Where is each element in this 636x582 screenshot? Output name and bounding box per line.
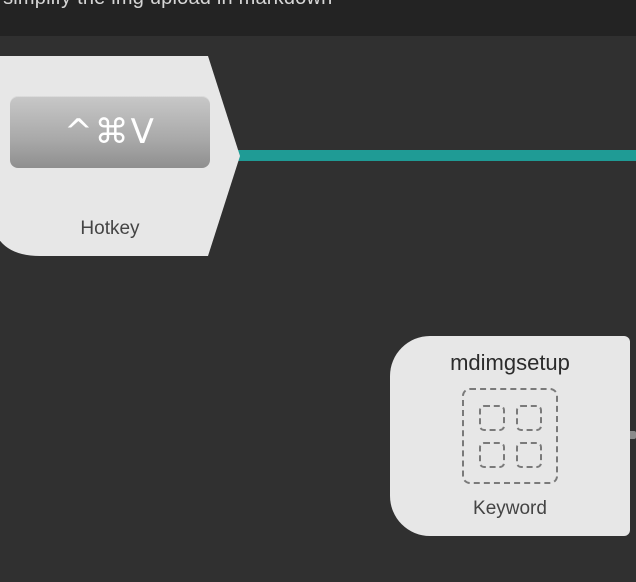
hotkey-keys: ^⌘V (10, 96, 210, 168)
grid-square-icon (479, 442, 505, 468)
workflow-description: o simplify the img upload in markdown (0, 0, 332, 10)
hotkey-trigger-node[interactable]: ^⌘V Hotkey (0, 0, 240, 582)
connection-line[interactable] (232, 150, 636, 161)
keyword-node-label: Keyword (473, 498, 547, 519)
keyword-grid-icon (462, 388, 558, 484)
grid-square-icon (516, 442, 542, 468)
keyword-value: mdimgsetup (450, 350, 570, 375)
workflow-description-bar: o simplify the img upload in markdown (0, 0, 636, 36)
grid-square-icon (479, 405, 505, 431)
connection-stub[interactable] (624, 431, 636, 439)
grid-square-icon (516, 405, 542, 431)
keyword-input-node[interactable]: mdimgsetup Keyword (390, 336, 630, 536)
hotkey-node-label: Hotkey (80, 218, 140, 239)
